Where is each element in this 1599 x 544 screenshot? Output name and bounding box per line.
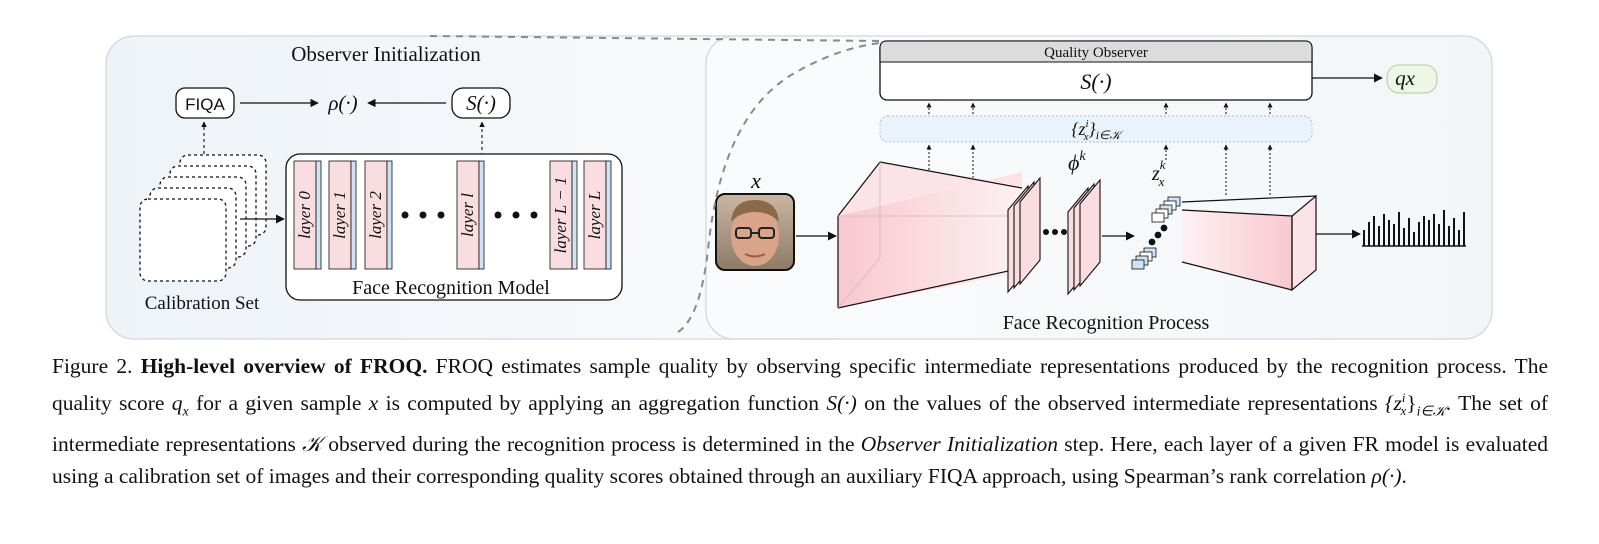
layer-1-label: layer 1	[330, 191, 349, 239]
s-aggregation-label-left: S(·)	[466, 91, 496, 115]
caption-bold-title: High-level overview of FROQ.	[140, 354, 428, 378]
layer-1: layer 1	[328, 160, 357, 270]
input-x-label: x	[750, 168, 761, 193]
phi-k-label: ϕk	[1068, 149, 1086, 175]
froq-overview-diagram: Observer Initialization FIQA ρ(·) S(·) C…	[105, 35, 1493, 340]
network-input-block	[837, 161, 1023, 309]
feature-maps-1	[1007, 176, 1041, 294]
quality-score-label: qx	[1395, 66, 1416, 90]
observer-initialization-panel: Observer Initialization FIQA ρ(·) S(·) C…	[105, 35, 867, 340]
layer-l: layer l	[456, 160, 485, 270]
layer-2-label: layer 2	[366, 191, 385, 239]
s-aggregation-box-left	[451, 87, 511, 119]
quality-observer-box: Quality Observer S(·)	[879, 40, 1313, 101]
fiqa-box	[175, 87, 235, 119]
network-output-block	[1181, 194, 1317, 292]
ellipsis-dots-3	[1043, 229, 1067, 235]
layer-0: layer 0	[293, 160, 322, 270]
layer-2: layer 2	[364, 160, 393, 270]
panel-connector	[677, 42, 881, 333]
face-recognition-process-label: Face Recognition Process	[1003, 312, 1210, 334]
quality-score-box	[1386, 64, 1438, 94]
feature-maps-phi-k	[1067, 178, 1101, 296]
z-k-vector	[1131, 196, 1181, 270]
fiqa-label: FIQA	[185, 95, 225, 114]
layer-L: layer L	[583, 160, 612, 270]
layer-l-minus-1-label: layer L − 1	[551, 177, 570, 254]
ellipsis-dots-2	[494, 211, 538, 219]
rho-label: ρ(·)	[327, 91, 357, 115]
face-image	[715, 193, 795, 271]
layer-l-minus-1: layer L − 1	[549, 160, 578, 270]
panel-connector-top	[429, 35, 881, 42]
layer-0-label: layer 0	[295, 191, 314, 239]
embedding-output	[1362, 210, 1466, 247]
figure-caption: Figure 2. High-level overview of FROQ. F…	[52, 354, 1548, 489]
observer-initialization-title: Observer Initialization	[291, 42, 481, 66]
layer-L-label: layer L	[585, 191, 604, 240]
layer-l-label: layer l	[458, 193, 477, 237]
ellipsis-dots-1	[401, 211, 445, 219]
face-recognition-model-label: Face Recognition Model	[352, 277, 550, 299]
calibration-set-stack	[139, 154, 267, 282]
calibration-set-label: Calibration Set	[145, 293, 260, 314]
caption-prefix: Figure 2.	[52, 354, 133, 378]
s-aggregation-label-right: S(·)	[1080, 69, 1111, 94]
caption-observer-initialization: Observer Initialization	[860, 432, 1059, 457]
quality-observer-title: Quality Observer	[1044, 45, 1148, 61]
intermediate-representations-box	[879, 115, 1313, 143]
